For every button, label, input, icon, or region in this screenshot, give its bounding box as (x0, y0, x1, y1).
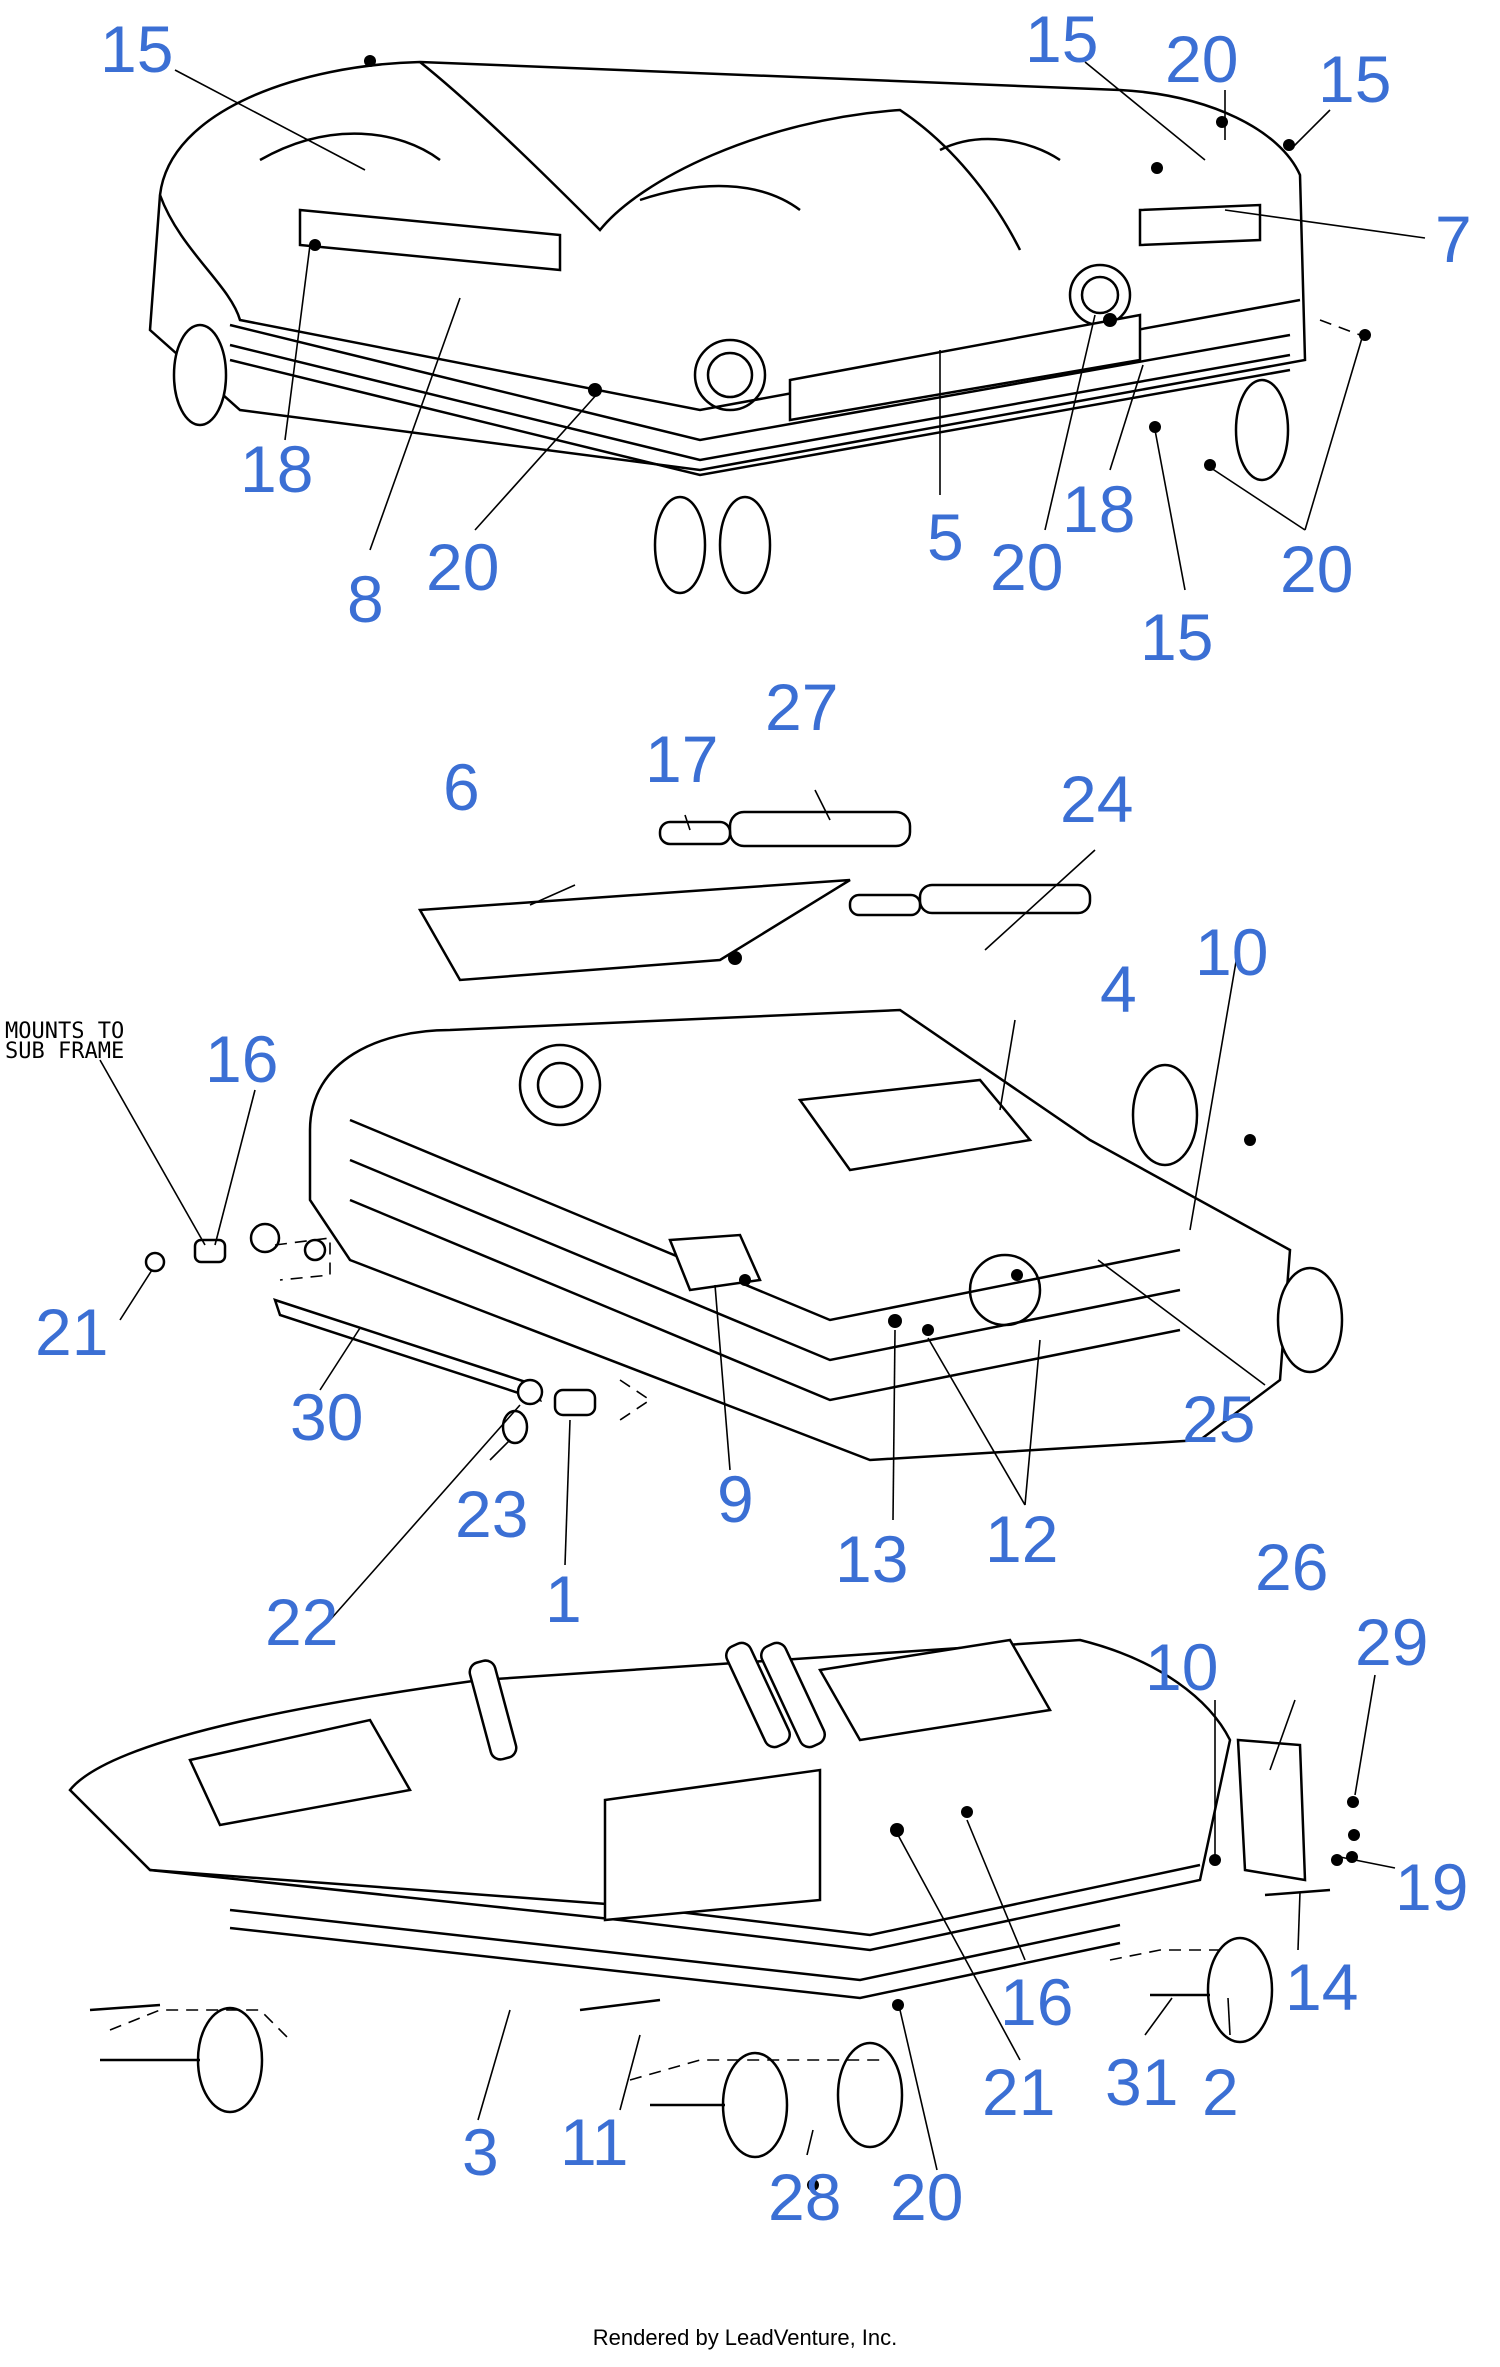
callout-19: 19 (1395, 1850, 1468, 1924)
footer-credit: Rendered by LeadVenture, Inc. (593, 2325, 898, 2350)
foot-plate-6 (417, 878, 851, 982)
callout-22: 22 (265, 1585, 338, 1659)
callout-20: 20 (1165, 22, 1238, 96)
callout-18: 18 (240, 432, 313, 506)
callout-17: 17 (645, 722, 718, 796)
callout-6: 6 (443, 750, 480, 824)
foot-plate-4 (797, 1078, 1033, 1172)
callout-10: 10 (1195, 915, 1268, 989)
callout-31: 31 (1105, 2045, 1178, 2119)
callout-11: 11 (560, 2105, 629, 2179)
callout-26: 26 (1255, 1530, 1328, 1604)
mounts-to-subframe-note: MOUNTS TO SUB FRAME (5, 1019, 124, 1064)
callout-20: 20 (1280, 532, 1353, 606)
callout-21: 21 (35, 1295, 108, 1369)
callout-7: 7 (1435, 202, 1472, 276)
callout-15: 15 (1025, 2, 1098, 76)
note-line-1: MOUNTS TO (5, 1019, 124, 1044)
callout-12: 12 (985, 1502, 1058, 1576)
callout-25: 25 (1182, 1382, 1255, 1456)
callout-8: 8 (347, 562, 384, 636)
callout-1: 1 (545, 1562, 582, 1636)
callout-20: 20 (426, 530, 499, 604)
top-leader-lines (174, 61, 1426, 591)
note-line-2: SUB FRAME (5, 1039, 124, 1064)
callout-16: 16 (205, 1022, 278, 1096)
callout-24: 24 (1060, 762, 1133, 836)
callout-14: 14 (1285, 1950, 1358, 2024)
callout-10: 10 (1145, 1630, 1218, 1704)
callout-4: 4 (1100, 952, 1137, 1026)
callout-30: 30 (290, 1380, 363, 1454)
callout-9: 9 (717, 1462, 754, 1536)
callout-15: 15 (1140, 600, 1213, 674)
callout-5: 5 (927, 500, 964, 574)
middle-leader-lines (99, 789, 1266, 1621)
callout-28: 28 (768, 2160, 841, 2234)
callout-20: 20 (990, 530, 1063, 604)
callout-16: 16 (1000, 1965, 1073, 2039)
callout-3: 3 (462, 2115, 499, 2189)
callout-13: 13 (835, 1522, 908, 1596)
deck-shell-top-assembly (148, 55, 1371, 595)
callout-15: 15 (1318, 42, 1391, 116)
callout-23: 23 (455, 1477, 528, 1551)
deck-bottom-assembly (68, 1638, 1360, 2191)
callout-20: 20 (890, 2160, 963, 2234)
callout-27: 27 (765, 670, 838, 744)
bottom-leader-lines (477, 1674, 1396, 2171)
callout-18: 18 (1062, 472, 1135, 546)
deck-middle-assembly (144, 810, 1344, 1462)
callout-2: 2 (1202, 2055, 1239, 2129)
callout-29: 29 (1355, 1605, 1428, 1679)
callout-labels: 15 15 20 15 7 18 8 20 5 20 18 15 20 27 1… (35, 2, 1472, 2234)
callout-21: 21 (982, 2055, 1055, 2129)
callout-15: 15 (100, 12, 173, 86)
